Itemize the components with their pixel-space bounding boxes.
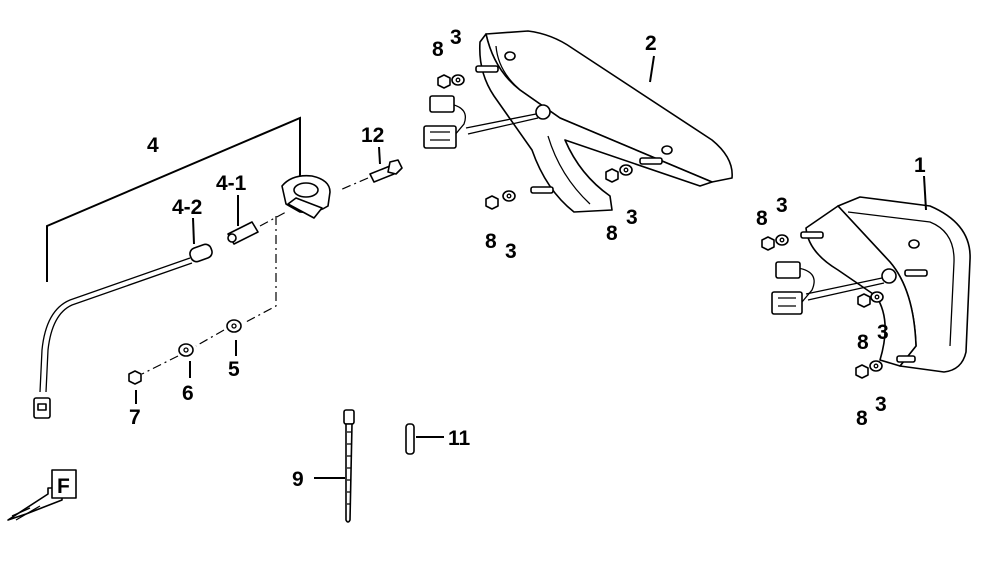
license-lamp-assembly (33, 116, 403, 419)
callout-3d: 3 (776, 194, 788, 217)
front-mark-letter: F (57, 475, 70, 498)
callout-3f: 3 (875, 393, 887, 416)
callout-2: 2 (645, 32, 657, 55)
callout-3b: 3 (505, 240, 517, 263)
callout-8e: 8 (857, 331, 869, 354)
callout-3a: 3 (450, 26, 462, 49)
callout-8d: 8 (756, 207, 768, 230)
callout-1: 1 (914, 154, 926, 177)
callout-3e: 3 (877, 321, 889, 344)
callout-7: 7 (129, 406, 141, 429)
nuts-and-washers (437, 74, 884, 379)
callout-12: 12 (361, 124, 384, 147)
callout-5: 5 (228, 358, 240, 381)
callout-4-2: 4-2 (172, 196, 202, 219)
callout-9: 9 (292, 468, 304, 491)
front-direction-arrow-icon: F (7, 469, 77, 521)
callout-3c: 3 (626, 206, 638, 229)
tail-light-housing-right (771, 196, 971, 373)
leader-lines (135, 55, 927, 479)
callout-8b: 8 (485, 230, 497, 253)
clip (405, 423, 415, 455)
callout-4: 4 (147, 134, 159, 157)
callout-11: 11 (448, 427, 471, 450)
callout-8f: 8 (856, 407, 868, 430)
callout-labels: 2 1 8 3 8 3 8 3 8 3 8 3 8 3 4 4-1 4-2 12… (129, 26, 926, 491)
cable-tie (343, 409, 355, 523)
callout-8c: 8 (606, 222, 618, 245)
tail-light-housing-left (423, 30, 733, 213)
callout-8a: 8 (432, 38, 444, 61)
callout-6: 6 (182, 382, 194, 405)
callout-4-1: 4-1 (216, 172, 247, 195)
